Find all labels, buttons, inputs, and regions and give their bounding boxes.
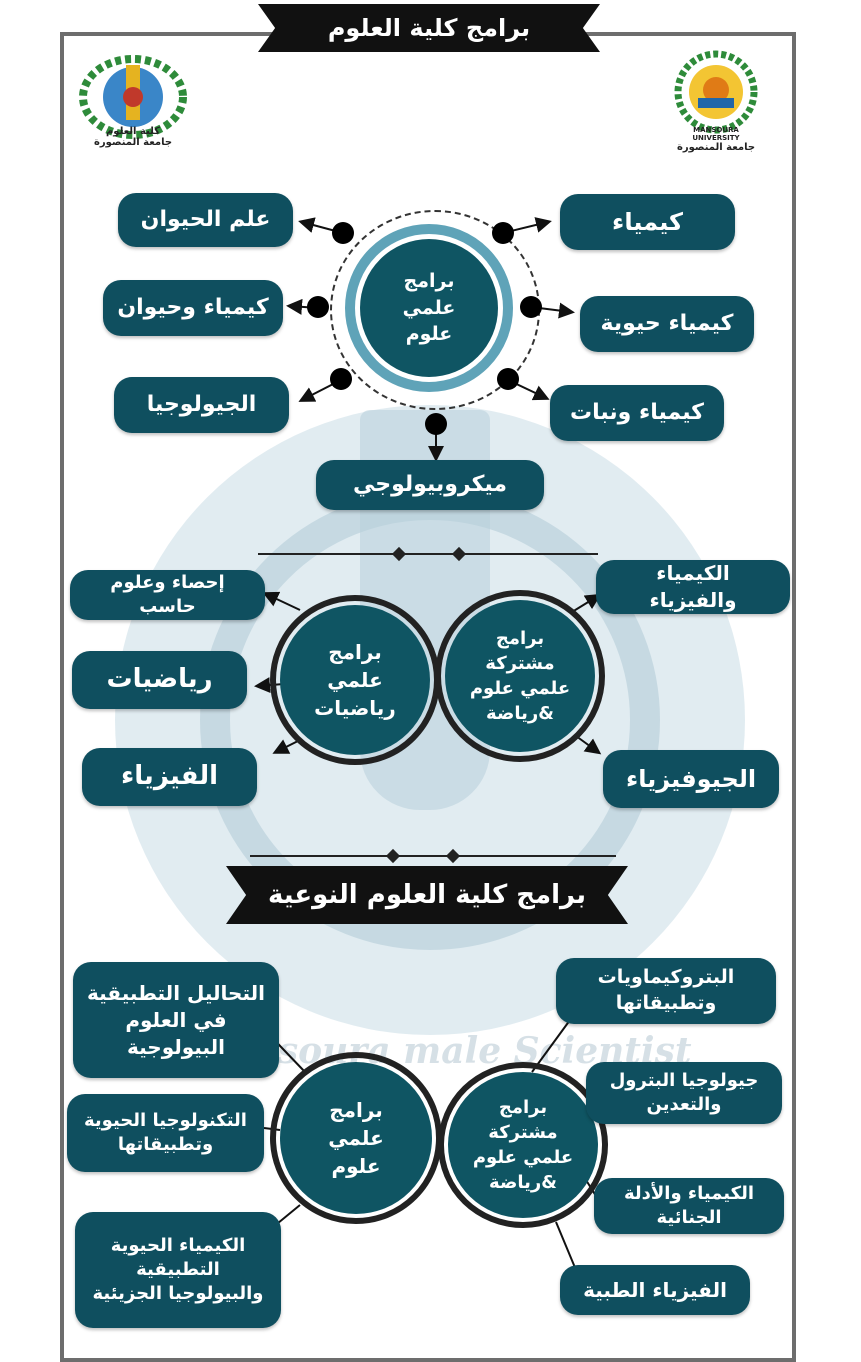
program-medical-physics: الفيزياء الطبية — [560, 1265, 750, 1315]
program-chemistry-physics: الكيمياء والفيزياء — [596, 560, 790, 614]
science-program-ring — [345, 224, 513, 392]
program-chemistry-zoology: كيمياء وحيوان — [103, 280, 283, 336]
specific-faculty-banner: برامج كلية العلوم النوعية — [226, 866, 628, 924]
specific-joint-center: برامج مشتركة علمي علوم &رياضة — [448, 1072, 598, 1218]
specific-joint-ring — [438, 1062, 608, 1228]
specific-faculty-title: برامج كلية العلوم النوعية — [267, 880, 586, 910]
program-mathematics: رياضيات — [72, 651, 247, 709]
section-divider — [258, 553, 598, 555]
section-divider — [250, 855, 616, 857]
program-statistics-computer-science: إحصاء وعلوم حاسب — [70, 570, 265, 620]
faculty-logo — [78, 55, 188, 150]
connector-dot — [307, 296, 329, 318]
connector-dot — [520, 296, 542, 318]
program-biotechnology: التكنولوجيا الحيوية وتطبيقاتها — [67, 1094, 264, 1172]
header-banner: برامج كلية العلوم — [258, 4, 600, 52]
university-logo — [672, 50, 760, 138]
program-physics: الفيزياء — [82, 748, 257, 806]
program-microbiology: ميكروبيولوجي — [316, 460, 544, 510]
faculty-logo-caption: كلية العلوم جامعة المنصورة — [93, 126, 173, 148]
connector-dot — [492, 222, 514, 244]
connector-dot — [332, 222, 354, 244]
page-title: برامج كلية العلوم — [327, 14, 531, 42]
divider-ornament — [391, 546, 467, 562]
math-program-center: برامج علمي رياضيات — [280, 605, 430, 755]
faculty-emblem-icon — [79, 55, 187, 139]
connector-dot — [330, 368, 352, 390]
connector-dot — [425, 413, 447, 435]
program-applied-analysis-biology: التحاليل التطبيقية في العلوم البيولوجية — [73, 962, 279, 1078]
university-logo-caption: MANSOURA UNIVERSITY جامعة المنصورة — [676, 126, 756, 153]
science-program-center: برامج علمي علوم — [360, 239, 498, 377]
program-zoology: علم الحيوان — [118, 193, 293, 247]
program-chemistry-botany: كيمياء ونبات — [550, 385, 724, 441]
university-emblem-icon — [674, 50, 758, 134]
specific-science-center: برامج علمي علوم — [280, 1062, 432, 1214]
program-applied-biochemistry-molecular-biology: الكيمياء الحيوية التطبيقية والبيولوجيا ا… — [75, 1212, 281, 1328]
program-chemistry: كيمياء — [560, 194, 735, 250]
program-geology: الجيولوجيا — [114, 377, 289, 433]
program-petroleum-geology-mining: جيولوجيا البترول والتعدين — [586, 1062, 782, 1124]
program-forensic-chemistry: الكيمياء والأدلة الجنائية — [594, 1178, 784, 1234]
connector-dot — [497, 368, 519, 390]
divider-ornament — [385, 848, 461, 864]
program-biochemistry: كيمياء حيوية — [580, 296, 754, 352]
joint-program-center: برامج مشتركة علمي علوم &رياضة — [445, 600, 595, 752]
joint-program-ring — [435, 590, 605, 762]
program-geophysics: الجيوفيزياء — [603, 750, 779, 808]
program-petrochemicals: البتروكيماويات وتطبيقاتها — [556, 958, 776, 1024]
